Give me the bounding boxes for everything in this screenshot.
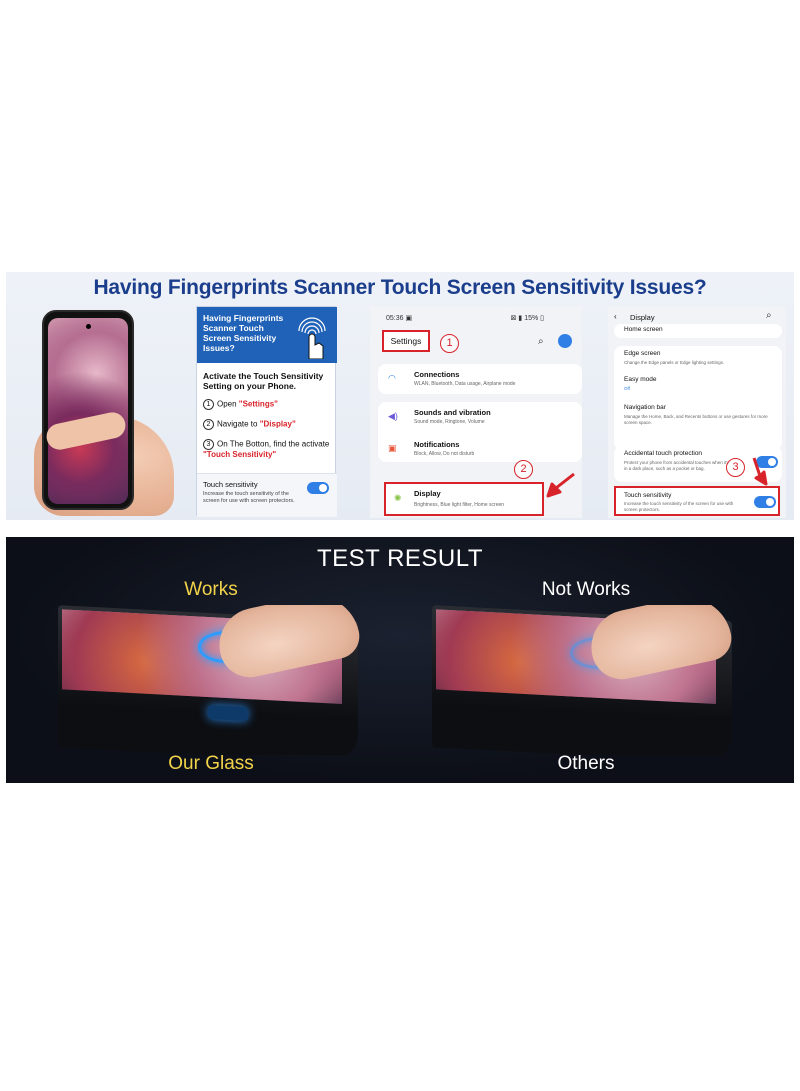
not-works-demo-image — [432, 605, 740, 755]
others-label: Others — [557, 753, 615, 774]
touch-sensitivity-toggle[interactable] — [307, 482, 329, 494]
display-group: Edge screen Change the Edge panels or Ed… — [614, 346, 782, 450]
display-row-easy-mode[interactable]: Easy mode Off — [624, 376, 657, 391]
status-battery: ⊠ ▮ 15% ▯ — [510, 315, 544, 322]
banner-headline: Having Fingerprints Scanner Touch Screen… — [93, 276, 707, 299]
accidental-touch-toggle[interactable] — [756, 456, 778, 468]
settings-row-connections[interactable]: ◠ Connections WLAN, Bluetooth, Data usag… — [378, 364, 582, 394]
search-icon[interactable]: ⌕ — [766, 310, 772, 321]
phone-in-hand-photo — [34, 306, 179, 518]
fingerprint-sensor-glow — [208, 705, 248, 722]
settings-row-notifications[interactable]: ▣ Notifications Block, Allow, Do not dis… — [388, 440, 475, 457]
display-screen-title: Display — [630, 313, 655, 322]
phone-image — [42, 310, 134, 510]
step-marker-2: 2 — [514, 460, 533, 479]
settings-screenshot: 05:36 ▣ ⊠ ▮ 15% ▯ Settings 1 ⌕ ◠ Connect… — [370, 306, 582, 518]
display-row-accidental-touch[interactable]: Accidental touch protection Protect your… — [614, 446, 782, 482]
profile-icon[interactable] — [558, 334, 572, 348]
step-marker-1: 1 — [440, 334, 459, 353]
fingerprint-tap-icon — [298, 317, 326, 359]
test-result-title: TEST RESULT — [317, 545, 483, 572]
test-result-banner: TEST RESULT Works Not Works Our Glass Ot… — [6, 537, 794, 783]
instructions-banner: Having Fingerprints Scanner Touch Screen… — [6, 272, 794, 520]
touch-sensitivity-description: Increase the touch sensitivity of the sc… — [203, 491, 295, 504]
touch-sensitivity-toggle[interactable] — [754, 496, 776, 508]
display-row-touch-sensitivity[interactable]: Touch sensitivity Increase the touch sen… — [614, 486, 780, 516]
sun-icon: ✺ — [394, 493, 402, 503]
display-row-navigation-bar[interactable]: Navigation bar Manage the Home, Back, an… — [624, 404, 768, 425]
display-row-home-screen[interactable]: Home screen — [614, 324, 782, 338]
settings-title-highlight: Settings — [382, 330, 430, 352]
instructions-subtitle: Activate the Touch Sensitivity Setting o… — [203, 371, 324, 391]
settings-row-display[interactable]: ✺ Display Brightness, Blue light filter,… — [384, 482, 544, 516]
touch-sensitivity-setting: Touch sensitivity Increase the touch sen… — [197, 473, 337, 517]
search-icon[interactable]: ⌕ — [538, 336, 544, 347]
wifi-icon: ◠ — [388, 373, 396, 383]
back-icon[interactable]: ‹ — [614, 312, 617, 321]
step-marker-3: 3 — [726, 458, 745, 477]
settings-row-sounds[interactable]: ◀) Sounds and vibration Sound mode, Ring… — [388, 408, 491, 425]
not-works-label: Not Works — [541, 579, 631, 600]
works-label: Works — [184, 579, 238, 600]
settings-group-sound-notifications: ◀) Sounds and vibration Sound mode, Ring… — [378, 402, 582, 462]
instructions-card-header: Having Fingerprints Scanner Touch Screen… — [197, 307, 337, 363]
bell-icon: ▣ — [388, 443, 397, 453]
camera-punch-hole — [86, 324, 91, 329]
touch-sensitivity-title: Touch sensitivity — [203, 480, 258, 489]
phone-screen — [48, 318, 128, 504]
speaker-icon: ◀) — [388, 411, 398, 421]
red-arrow-icon — [752, 457, 768, 486]
works-demo-image — [58, 605, 366, 755]
our-glass-label: Our Glass — [168, 753, 254, 774]
status-time: 05:36 ▣ — [386, 315, 413, 322]
instructions-card: Having Fingerprints Scanner Touch Screen… — [196, 306, 337, 517]
display-settings-screenshot: ‹ Display ⌕ Home screen Edge screen Chan… — [608, 306, 786, 518]
display-row-edge-screen[interactable]: Edge screen Change the Edge panels or Ed… — [624, 350, 725, 365]
red-arrow-icon — [546, 472, 575, 498]
instructions-card-title: Having Fingerprints Scanner Touch Screen… — [203, 313, 284, 353]
